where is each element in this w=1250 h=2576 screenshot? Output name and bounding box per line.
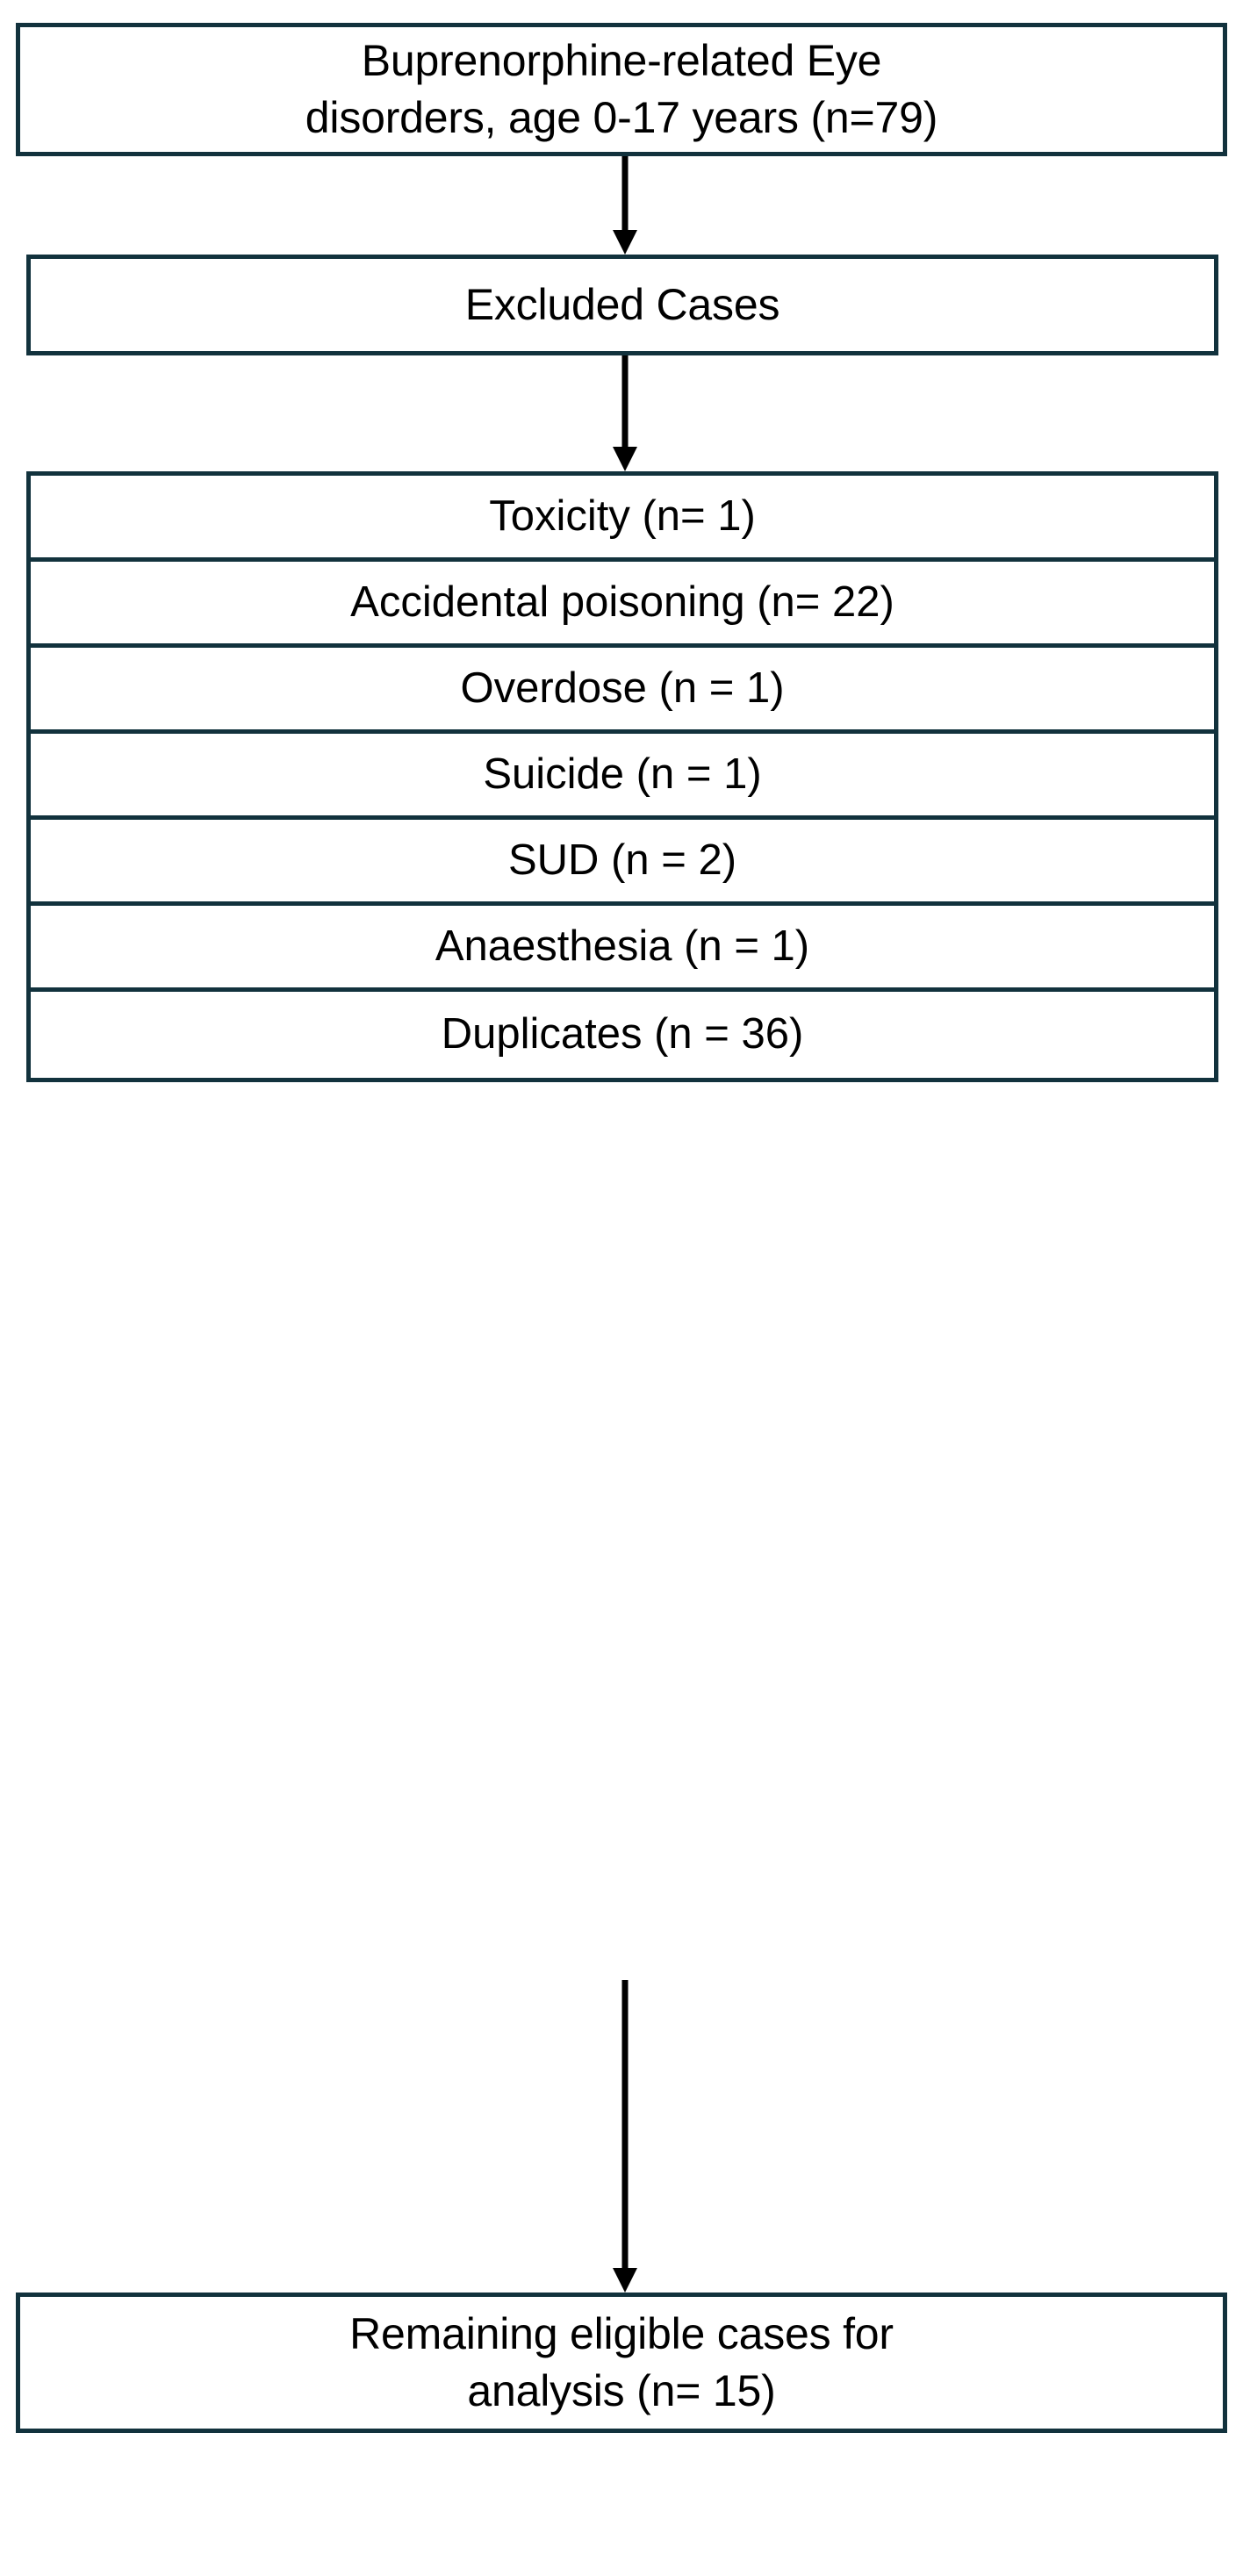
exclusion-row-label: Accidental poisoning (n= 22) [350,578,894,626]
exclusion-row: Duplicates (n = 36) [31,992,1214,1078]
arrow-stack-to-remaining [607,1980,643,2293]
exclusion-row: Suicide (n = 1) [31,734,1214,820]
exclusion-row-label: Suicide (n = 1) [483,750,762,798]
exclusion-row: SUD (n = 2) [31,820,1214,906]
exclusion-row: Accidental poisoning (n= 22) [31,562,1214,648]
arrow-excluded-to-stack [607,355,643,471]
exclusion-row-label: Overdose (n = 1) [460,664,785,712]
node-source-population: Buprenorphine-related Eye disorders, age… [16,23,1227,156]
node-source-population-label: Buprenorphine-related Eye disorders, age… [305,36,938,142]
node-excluded-cases-header: Excluded Cases [26,255,1218,355]
exclusion-row-label: Toxicity (n= 1) [489,492,756,540]
exclusion-reasons-table: Toxicity (n= 1) Accidental poisoning (n=… [26,471,1218,1082]
exclusion-row: Overdose (n = 1) [31,648,1214,734]
node-remaining-eligible-cases-label: Remaining eligible cases for analysis (n… [349,2309,894,2415]
node-remaining-eligible-cases: Remaining eligible cases for analysis (n… [16,2293,1227,2433]
exclusion-row-label: SUD (n = 2) [507,836,737,884]
node-excluded-cases-header-label: Excluded Cases [464,280,780,329]
exclusion-row-label: Duplicates (n = 36) [441,1010,804,1058]
exclusion-row-label: Anaesthesia (n = 1) [435,922,810,970]
arrow-source-to-excluded [607,156,643,255]
exclusion-row: Toxicity (n= 1) [31,476,1214,562]
exclusion-row: Anaesthesia (n = 1) [31,906,1214,992]
